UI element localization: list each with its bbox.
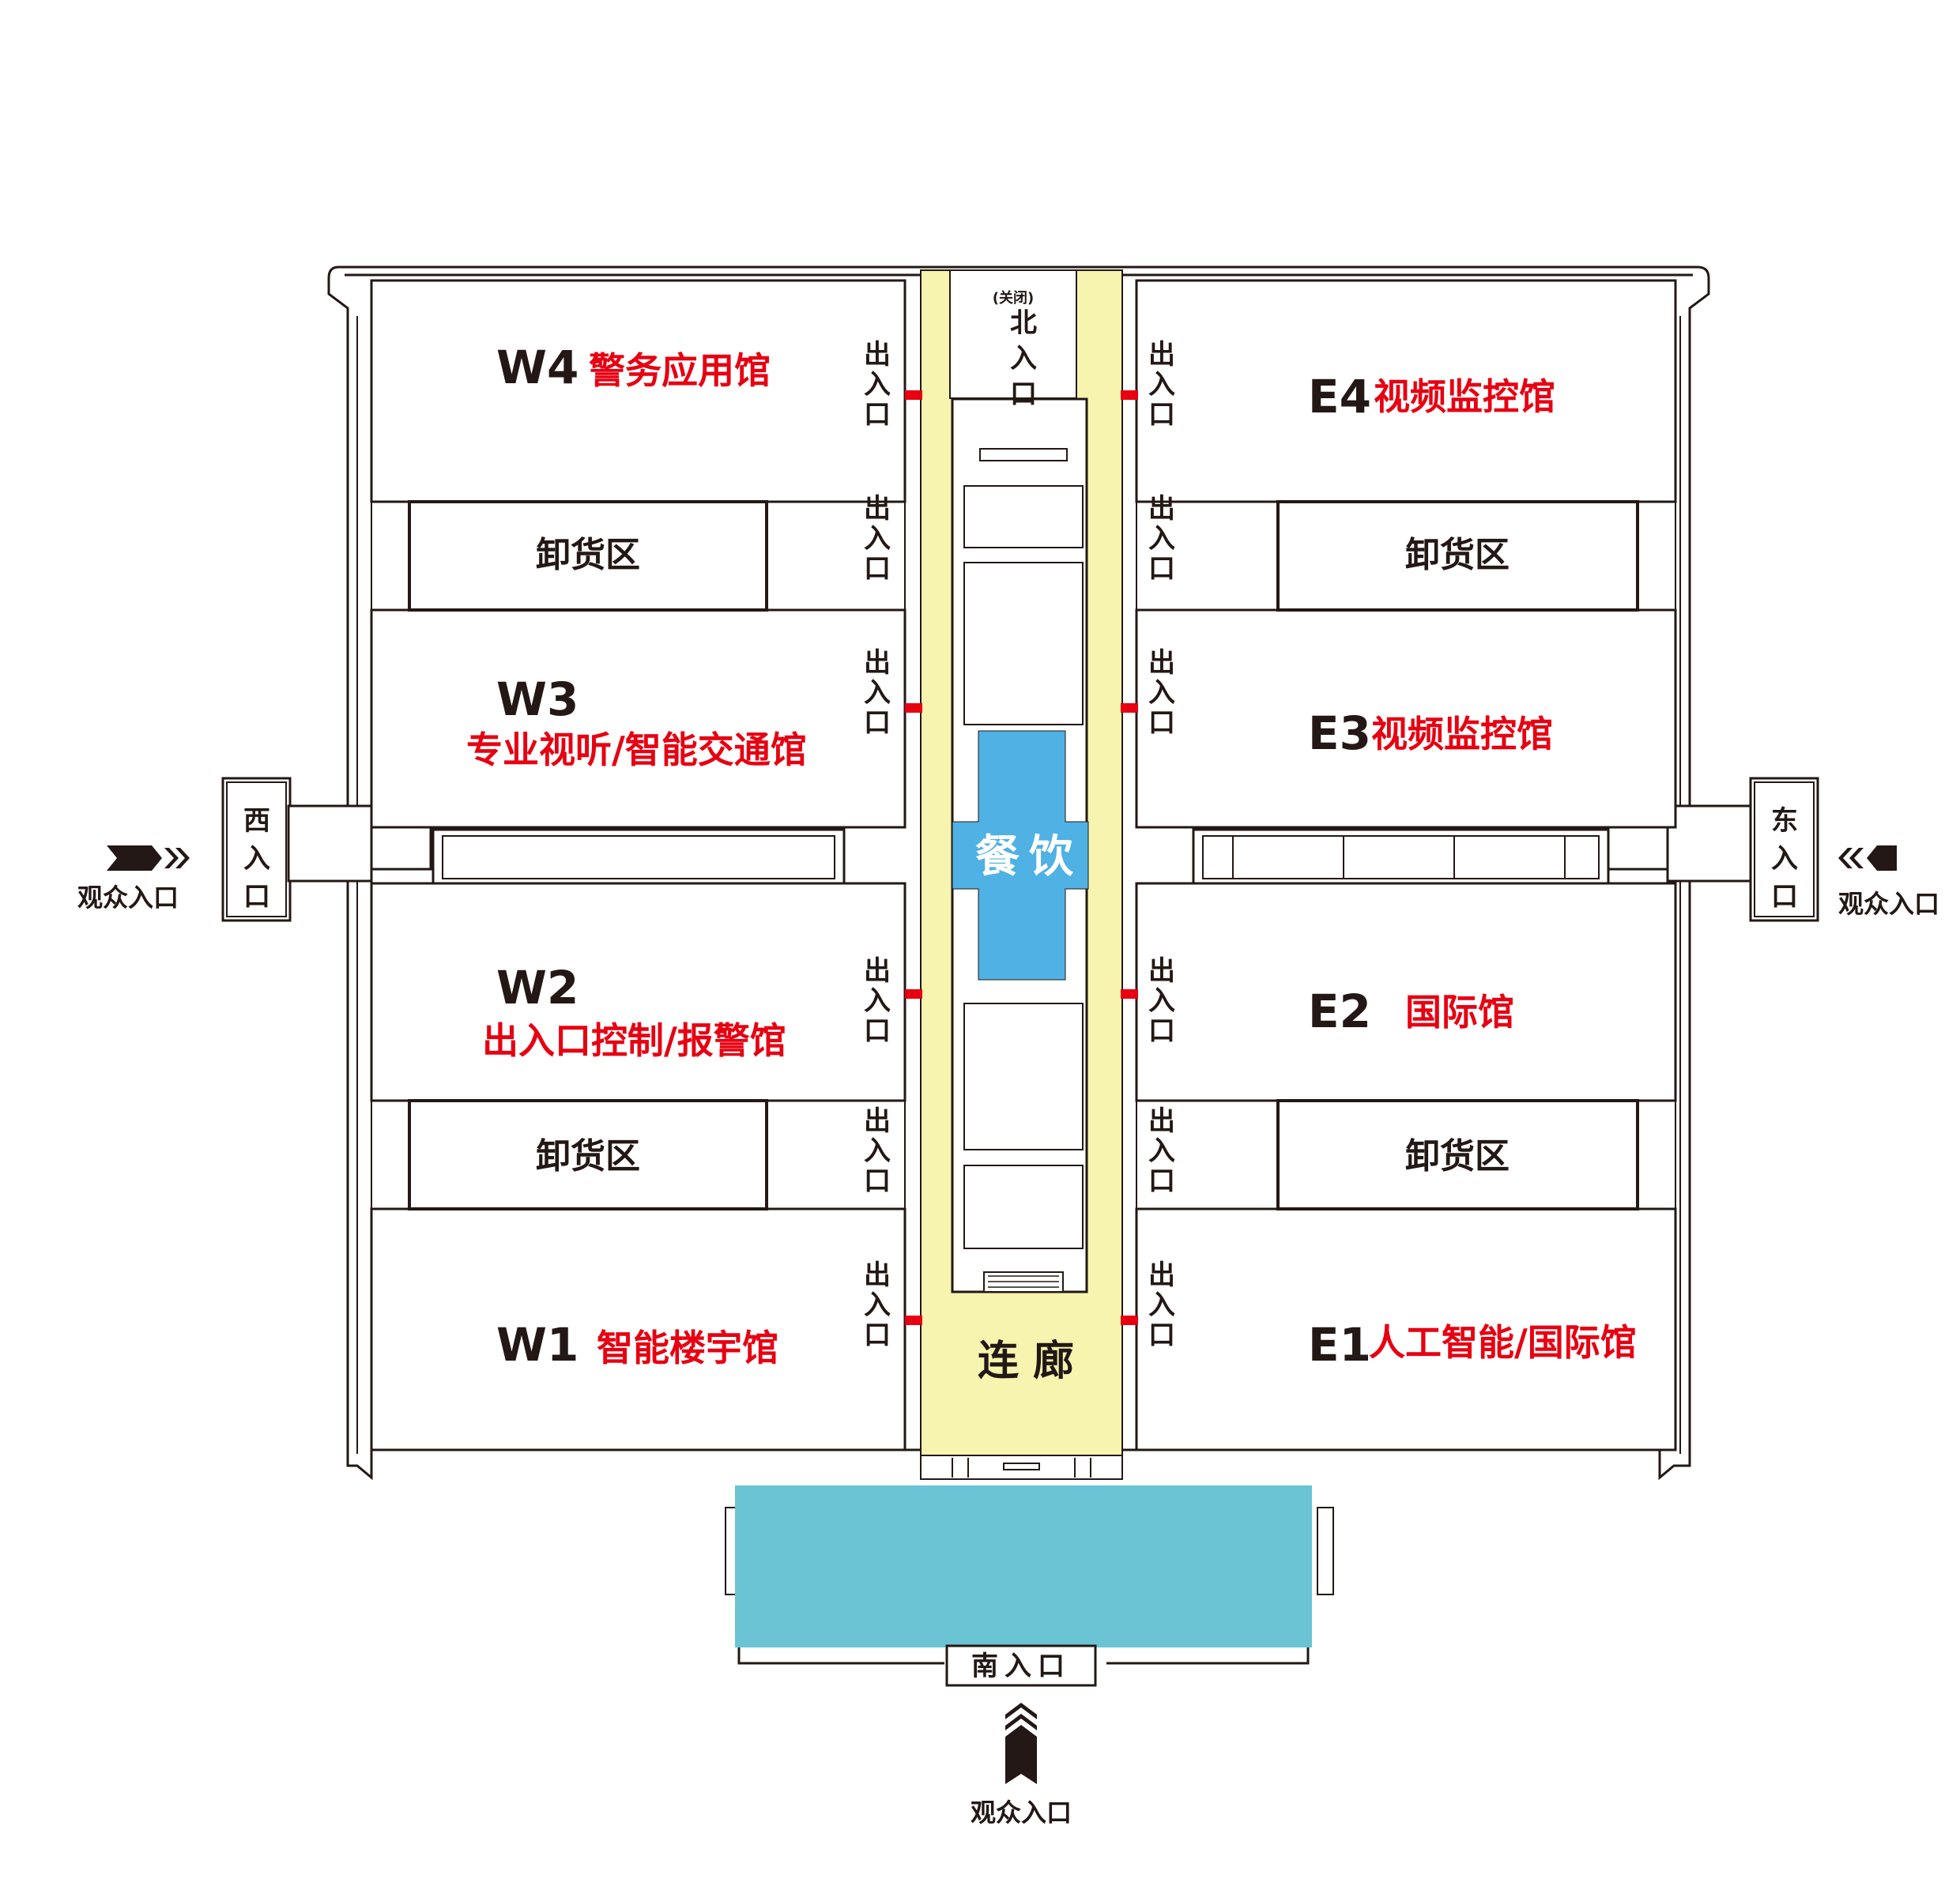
central-corridor [920,269,1123,1456]
unloading-label-w-lower: 卸货区 [536,1136,640,1177]
north-entrance-closed-note: (关闭) [993,289,1034,307]
south-entrance-label: 南入口 [971,1651,1071,1682]
door-markers [905,390,1138,1325]
hall-e1-name: 人工智能/国际馆 [1369,1321,1637,1364]
hall-w3-block [370,608,906,829]
hall-w3-code: W3 [496,672,579,726]
door-label-west: 出入口 [864,647,891,739]
door-marker [1121,390,1138,400]
unloading-zone-e-upper [1276,500,1639,612]
hall-e3-block [1135,608,1677,829]
door-marker [1121,989,1138,999]
hall-w4-name: 警务应用馆 [589,349,771,392]
gallery-label: 连 廊 [978,1338,1074,1385]
door-marker [905,703,922,713]
east-entrance-label: 东入口 [1771,805,1798,913]
unloading-zone-w-upper [408,500,768,612]
hall-e4-code: E4 [1308,370,1371,424]
unloading-label-e-upper: 卸货区 [1405,535,1510,575]
west-connector [221,777,846,922]
east-halls [1135,279,1677,1451]
door-label-east: 出入口 [1148,647,1175,739]
unloading-label-w-upper: 卸货区 [536,535,640,575]
hall-w2-code: W2 [496,961,579,1015]
door-label-east: 出入口 [1148,1259,1175,1351]
west-entrance-label: 西入口 [243,805,270,913]
north-entrance-label: 北入口 [1010,307,1037,410]
door-label-east: 出入口 [1148,493,1175,585]
hall-w1-name: 智能楼宇馆 [597,1327,778,1369]
door-marker [905,1316,922,1325]
door-marker [1121,703,1138,713]
hall-e1-block [1135,1207,1677,1451]
dining-area [952,730,1089,981]
door-marker [905,390,922,400]
hall-e3-name: 视频监控馆 [1371,713,1553,755]
hall-w3-name: 专业视听/智能交通馆 [466,729,807,771]
door-label-east: 出入口 [1148,339,1175,431]
door-label-east: 出入口 [1148,1105,1175,1197]
west-entrance-text: 西入口 [243,805,270,913]
door-label-west: 出入口 [864,955,891,1047]
hall-w1-code: W1 [496,1318,579,1372]
hall-w4-code: W4 [496,341,579,394]
hall-w2-block [370,882,906,1102]
hall-w2-name: 出入口控制/报警馆 [482,1019,786,1062]
dining-char-1: 餐 [975,831,1020,883]
hall-e1-code: E1 [1308,1318,1371,1372]
hall-e2-name: 国际馆 [1405,991,1514,1033]
door-label-east: 出入口 [1148,955,1175,1047]
east-entrance-text: 东入口 [1771,805,1798,913]
west-visitor-entrance-label: 观众入口 [77,883,179,913]
north-entrance-text: 北入口 [1010,307,1037,410]
unloading-zone-e-lower [1276,1099,1639,1210]
hall-w1-block [370,1207,906,1451]
dining-char-2: 饮 [1029,831,1074,883]
door-marker [1121,1316,1138,1325]
hall-e4-name: 视频监控馆 [1374,375,1555,418]
east-visitor-arrow [1838,845,1897,871]
south-entrance-box [945,1644,1097,1687]
hall-e3-code: E3 [1308,706,1371,760]
door-label-west: 出入口 [864,1105,891,1197]
door-label-west: 出入口 [864,339,891,431]
east-visitor-entrance-label: 观众入口 [1838,889,1939,919]
west-halls [370,279,906,1451]
hall-e4-block [1135,279,1677,503]
south-visitor-arrow [1005,1703,1037,1784]
south-lobby [725,1455,1334,1687]
unloading-label-e-lower: 卸货区 [1405,1136,1510,1177]
door-label-west: 出入口 [864,493,891,585]
hall-e2-code: E2 [1308,985,1371,1038]
unloading-zone-w-lower [408,1099,768,1210]
door-label-west: 出入口 [864,1259,891,1351]
door-marker [905,989,922,999]
west-visitor-arrow [107,845,190,871]
south-visitor-entrance-label: 观众入口 [971,1798,1072,1828]
